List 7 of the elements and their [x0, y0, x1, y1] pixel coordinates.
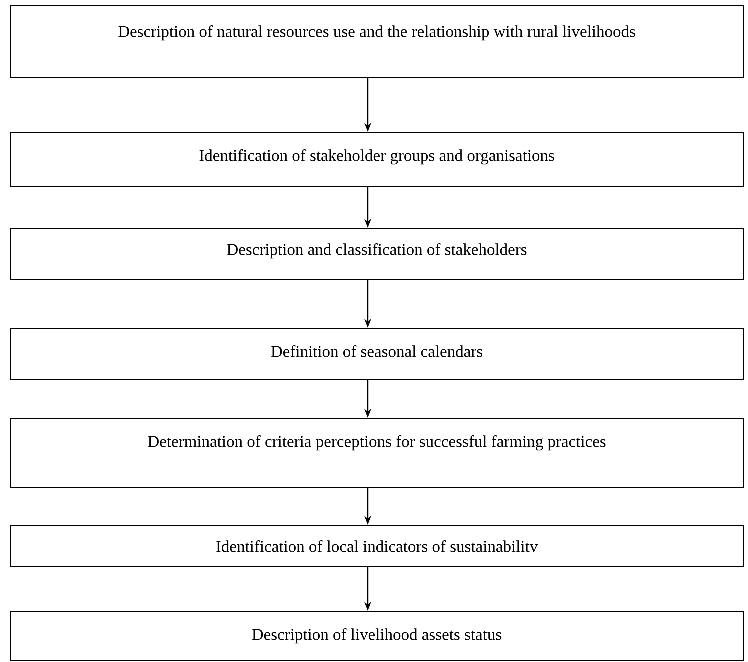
process-box: Description and classification of stakeholders [10, 228, 744, 280]
process-box: Identification of stakeholder groups and organisations [10, 132, 744, 187]
process-box: Determination of criteria perceptions for successful farming practices [10, 418, 744, 488]
process-box: Description of livelihood assets status [10, 611, 744, 661]
process-box: Description of natural resources use and the relationship with rural livelihoods [10, 5, 744, 78]
process-box: Definition of seasonal calendars [10, 328, 744, 380]
process-box: Identification of local indicators of sustainabilitv [10, 525, 744, 567]
